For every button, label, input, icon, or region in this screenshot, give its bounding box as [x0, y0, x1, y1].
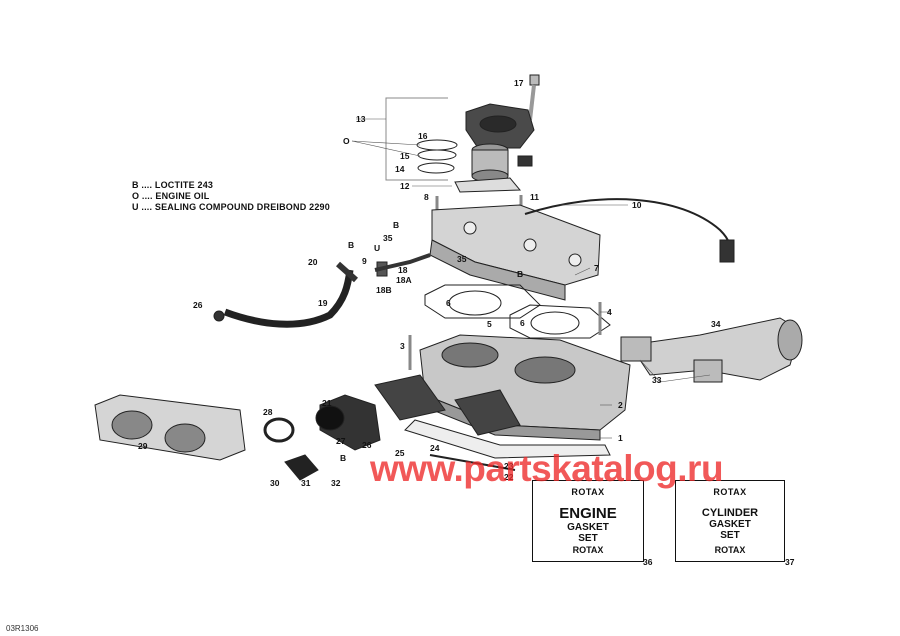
callout-2: 2 [618, 400, 623, 410]
callout-8: 8 [424, 192, 429, 202]
callout-11: 11 [530, 192, 539, 202]
callout-6a: 6 [446, 298, 451, 308]
callout-9: 9 [362, 256, 367, 266]
legend-item-engine-oil: O .... ENGINE OIL [132, 191, 210, 201]
callout-6b: 6 [520, 318, 525, 328]
callout-29: 29 [138, 441, 148, 451]
callout-5: 5 [487, 319, 492, 329]
callout-16: 16 [418, 131, 428, 141]
gasket-12 [454, 177, 522, 193]
legend-item-sealing-compound: U .... SEALING COMPOUND DREIBOND 2290 [132, 202, 330, 212]
callout-18a: 18A [396, 275, 412, 285]
hose-20 [336, 261, 358, 283]
callout-b4: B [340, 453, 346, 463]
cylinder-gasket-set-kit: ROTAX CYLINDER GASKET SET ROTAX [675, 480, 785, 562]
kit-brand-top: ROTAX [571, 487, 605, 497]
callout-28: 28 [263, 407, 273, 417]
callout-u: U [374, 243, 380, 253]
callout-10: 10 [632, 200, 642, 210]
callout-20: 20 [308, 257, 318, 267]
o-ring-14 [417, 162, 455, 174]
leader-lines [351, 118, 711, 439]
callout-labels: 1 2 3 4 5 6 6 7 8 9 10 11 12 13 14 15 16… [138, 78, 795, 567]
callout-33: 33 [652, 375, 662, 385]
callout-26a: 26 [193, 300, 203, 310]
callout-23: 23 [504, 461, 514, 471]
cylinder-2 [419, 334, 631, 441]
callout-26b: 26 [362, 440, 372, 450]
rod-24 [429, 454, 516, 471]
callout-17: 17 [514, 78, 524, 88]
callout-14: 14 [395, 164, 405, 174]
callout-b1: B [393, 220, 399, 230]
oil-filter [471, 143, 533, 183]
callout-4: 4 [607, 307, 612, 317]
callout-18b: 18B [376, 285, 392, 295]
oil-filter-cap-13 [465, 103, 535, 149]
drawing-code: 03R1306 [6, 624, 39, 633]
kit-brand-bottom: ROTAX [572, 545, 604, 555]
callout-31: 31 [301, 478, 311, 488]
sensor-30 [284, 454, 319, 481]
callout-18: 18 [398, 265, 408, 275]
o-ring-15 [417, 149, 457, 161]
callout-7: 7 [594, 263, 599, 273]
callout-b2: B [348, 240, 354, 250]
base-gasket-1 [404, 419, 611, 459]
callout-27: 27 [336, 436, 346, 446]
reed-valve [374, 374, 521, 436]
kit-title-line2: GASKET [709, 519, 751, 530]
clamp-28 [263, 417, 295, 443]
callout-35a: 35 [383, 233, 393, 243]
callout-37: 37 [785, 557, 795, 567]
kit-title-line3: SET [578, 533, 598, 544]
bolt-17 [528, 74, 540, 121]
callout-19: 19 [318, 298, 328, 308]
kit-title-line1: CYLINDER [701, 507, 759, 519]
sensor-connector-10 [719, 239, 735, 263]
callout-12: 12 [400, 181, 410, 191]
callout-36: 36 [643, 557, 653, 567]
engine-gasket-set-kit: ROTAX ENGINE GASKET SET ROTAX [532, 480, 644, 562]
callout-22: 22 [504, 472, 514, 482]
legend: B .... LOCTITE 243 O .... ENGINE OIL U .… [132, 180, 330, 213]
callout-21: 21 [322, 398, 332, 408]
callout-1: 1 [618, 433, 623, 443]
callout-34: 34 [711, 319, 721, 329]
callout-35b: 35 [457, 254, 467, 264]
legend-item-loctite: B .... LOCTITE 243 [132, 180, 214, 190]
kit-title-line1: ENGINE [559, 505, 617, 522]
kit-title-line3: SET [720, 530, 740, 541]
cylinder-head-7 [429, 204, 601, 301]
throttle-body-29 [94, 394, 246, 461]
callout-25: 25 [395, 448, 405, 458]
callout-b3: B [517, 269, 523, 279]
clamp-26 [213, 310, 225, 322]
gaskets-5-6 [424, 284, 611, 339]
watermark: www.partskatalog.ru [370, 448, 724, 489]
kit-title-line2: GASKET [567, 522, 609, 533]
intake-manifold-21 [315, 394, 381, 451]
kit-brand-top: ROTAX [713, 487, 747, 497]
callout-32: 32 [331, 478, 341, 488]
kit-brand-bottom: ROTAX [714, 545, 746, 555]
callout-24: 24 [430, 443, 440, 453]
callout-o: O [343, 136, 350, 146]
hose-19 [223, 269, 354, 328]
o-ring-16 [416, 139, 458, 151]
hose-18 [374, 253, 431, 272]
callout-15: 15 [400, 151, 410, 161]
callout-30: 30 [270, 478, 280, 488]
callout-3: 3 [400, 341, 405, 351]
bracket-13 [385, 97, 448, 181]
callout-13: 13 [356, 114, 366, 124]
